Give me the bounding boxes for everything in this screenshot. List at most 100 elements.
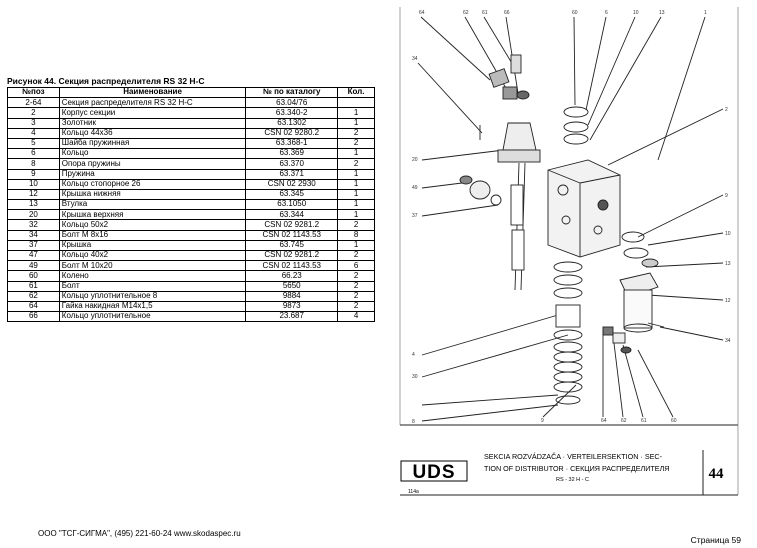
callout-label: 6 [605,10,608,16]
cell-pos: 49 [7,260,60,272]
callout-label: 49 [412,185,418,191]
cell-qty: 1 [337,107,375,119]
cell-name: Болт М 10x20 [58,260,247,272]
cell-pos: 2 [7,107,60,119]
cell-name: Золотник [58,117,247,129]
drawing-caption-line: TION OF DISTRIBUTOR · СЕКЦИЯ РАСПРЕДЕЛИТ… [484,464,670,473]
cell-qty: 6 [337,260,375,272]
cell-catalog: 63.370 [245,158,339,170]
callout-label: 34 [412,56,418,62]
callout-label: 8 [412,419,415,425]
cell-pos: 62 [7,290,60,302]
callout-label: 60 [572,10,578,16]
cell-pos: 6 [7,148,60,160]
cell-pos: 66 [7,311,60,323]
cell-catalog: CSN 02 9281.2 [245,219,339,231]
drawing-page-number: 44 [709,466,725,482]
cell-catalog: CSN 02 9280.2 [245,127,339,139]
cell-qty: 2 [337,158,375,170]
cell-name: Болт [58,280,247,292]
cell-qty: 2 [337,137,375,150]
cell-qty: 2 [337,290,375,302]
cell-catalog: 63.368-1 [245,137,339,150]
cell-name: Кольцо уплотнительное 8 [58,290,247,302]
cell-pos: 61 [7,280,60,292]
cell-qty: 1 [337,239,375,252]
callout-label: 37 [412,213,418,219]
cell-qty: 2 [337,300,375,313]
cell-name: Кольцо стопорное 26 [58,178,247,190]
cell-name: Кольцо 44x36 [58,127,247,139]
callout-label: 61 [482,10,488,16]
cell-catalog: 63.745 [245,239,339,252]
cell-qty: 1 [337,168,375,180]
cell-pos: 8 [7,158,60,170]
cell-pos: 20 [7,209,60,221]
cell-qty: 4 [337,311,375,323]
cell-qty: 1 [337,148,375,160]
figure-title: Рисунок 44. Секция распределителя RS 32 … [7,76,205,86]
cell-name: Кольцо 50x2 [58,219,247,231]
cell-catalog: CSN 02 9281.2 [245,249,339,262]
cell-pos: 13 [7,199,60,211]
cell-qty: 2 [337,249,375,262]
drawing-model-label: RS - 32 H - C [556,477,589,483]
cell-pos: 9 [7,168,60,180]
cell-name: Шайба пружинная [58,137,247,150]
callout-label: 9 [725,193,728,199]
callout-label: 64 [419,10,425,16]
callout-label: 62 [463,10,469,16]
callout-label: 10 [725,231,731,237]
cell-pos: 10 [7,178,60,190]
cell-catalog: 5650 [245,280,339,292]
uds-logo-text: UDS [412,462,455,483]
cell-pos: 64 [7,300,60,313]
cell-pos: 60 [7,270,60,282]
callout-label: 30 [412,374,418,380]
cell-name: Гайка накидная М14x1,5 [58,300,247,313]
callout-label: 61 [641,418,647,424]
cell-name: Крышка нижняя [58,188,247,201]
cell-pos: 2-64 [7,97,60,109]
callout-label: 60 [671,418,677,424]
cell-name: Крышка [58,239,247,252]
cell-name: Болт М 8x16 [58,229,247,241]
cell-catalog: 63.369 [245,148,339,160]
cell-catalog: 23.687 [245,311,339,323]
cell-pos: 32 [7,219,60,231]
footer-page-number: Страница 59 [690,535,741,545]
cell-qty: 2 [337,219,375,231]
cell-catalog: CSN 02 2930 [245,178,339,190]
cell-catalog: 63.04/76 [245,97,339,109]
callout-label: 64 [601,418,607,424]
callout-label: 13 [659,10,665,16]
callout-label: 10 [633,10,639,16]
cell-name: Секция распределителя RS 32 H-C [58,97,247,109]
cell-qty [337,97,375,109]
cell-pos: 34 [7,229,60,241]
cell-pos: 47 [7,249,60,262]
cell-pos: 4 [7,127,60,139]
cell-pos: 5 [7,137,60,150]
cell-name: Кольцо 40x2 [58,249,247,262]
callout-label: 20 [412,157,418,163]
cell-qty: 2 [337,127,375,139]
cell-catalog: 63.1050 [245,199,339,211]
callout-label: 12 [725,298,731,304]
cell-name: Колено [58,270,247,282]
cell-qty: 1 [337,188,375,201]
